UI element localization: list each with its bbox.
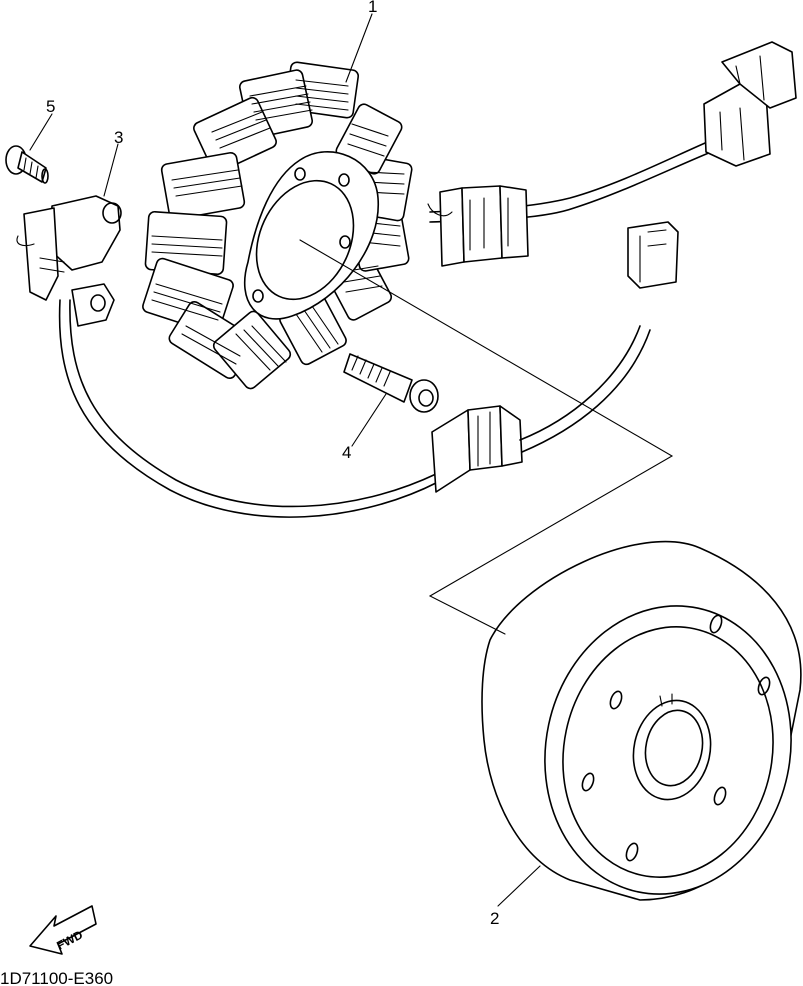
- pickup-coil-wire: [58, 221, 679, 518]
- rotor-face: [544, 605, 792, 895]
- stator-coupler-connector: [703, 41, 797, 167]
- pickup-wire-grommet: [431, 405, 523, 493]
- forward-arrow-icon: FWD: [29, 905, 97, 955]
- callout-number-2: 2: [490, 909, 499, 928]
- stator-center-bore: [255, 179, 355, 301]
- assembly-guide-lines: [299, 239, 674, 635]
- pickup-coil: [16, 195, 122, 327]
- callout-number-4: 4: [342, 443, 351, 462]
- stator-assembly: [142, 41, 797, 390]
- drawing-code: 1D71100-E360: [0, 969, 113, 986]
- stator-coil-poles: [142, 61, 413, 390]
- rotor-hub: [632, 699, 712, 801]
- stator-wire-grommet: [427, 185, 529, 267]
- stator-mount-holes: [252, 167, 351, 303]
- callout-number-1: 1: [368, 0, 377, 16]
- pickup-coupler-connector: [627, 221, 679, 289]
- callout-number-3: 3: [114, 128, 123, 147]
- rotor-bolt-holes: [581, 614, 771, 862]
- pickup-screw: [5, 145, 49, 184]
- callout-number-5: 5: [46, 97, 55, 116]
- stator-bolt: [343, 353, 439, 413]
- rotor-flywheel: [481, 540, 802, 901]
- callout-leaders: [29, 13, 541, 907]
